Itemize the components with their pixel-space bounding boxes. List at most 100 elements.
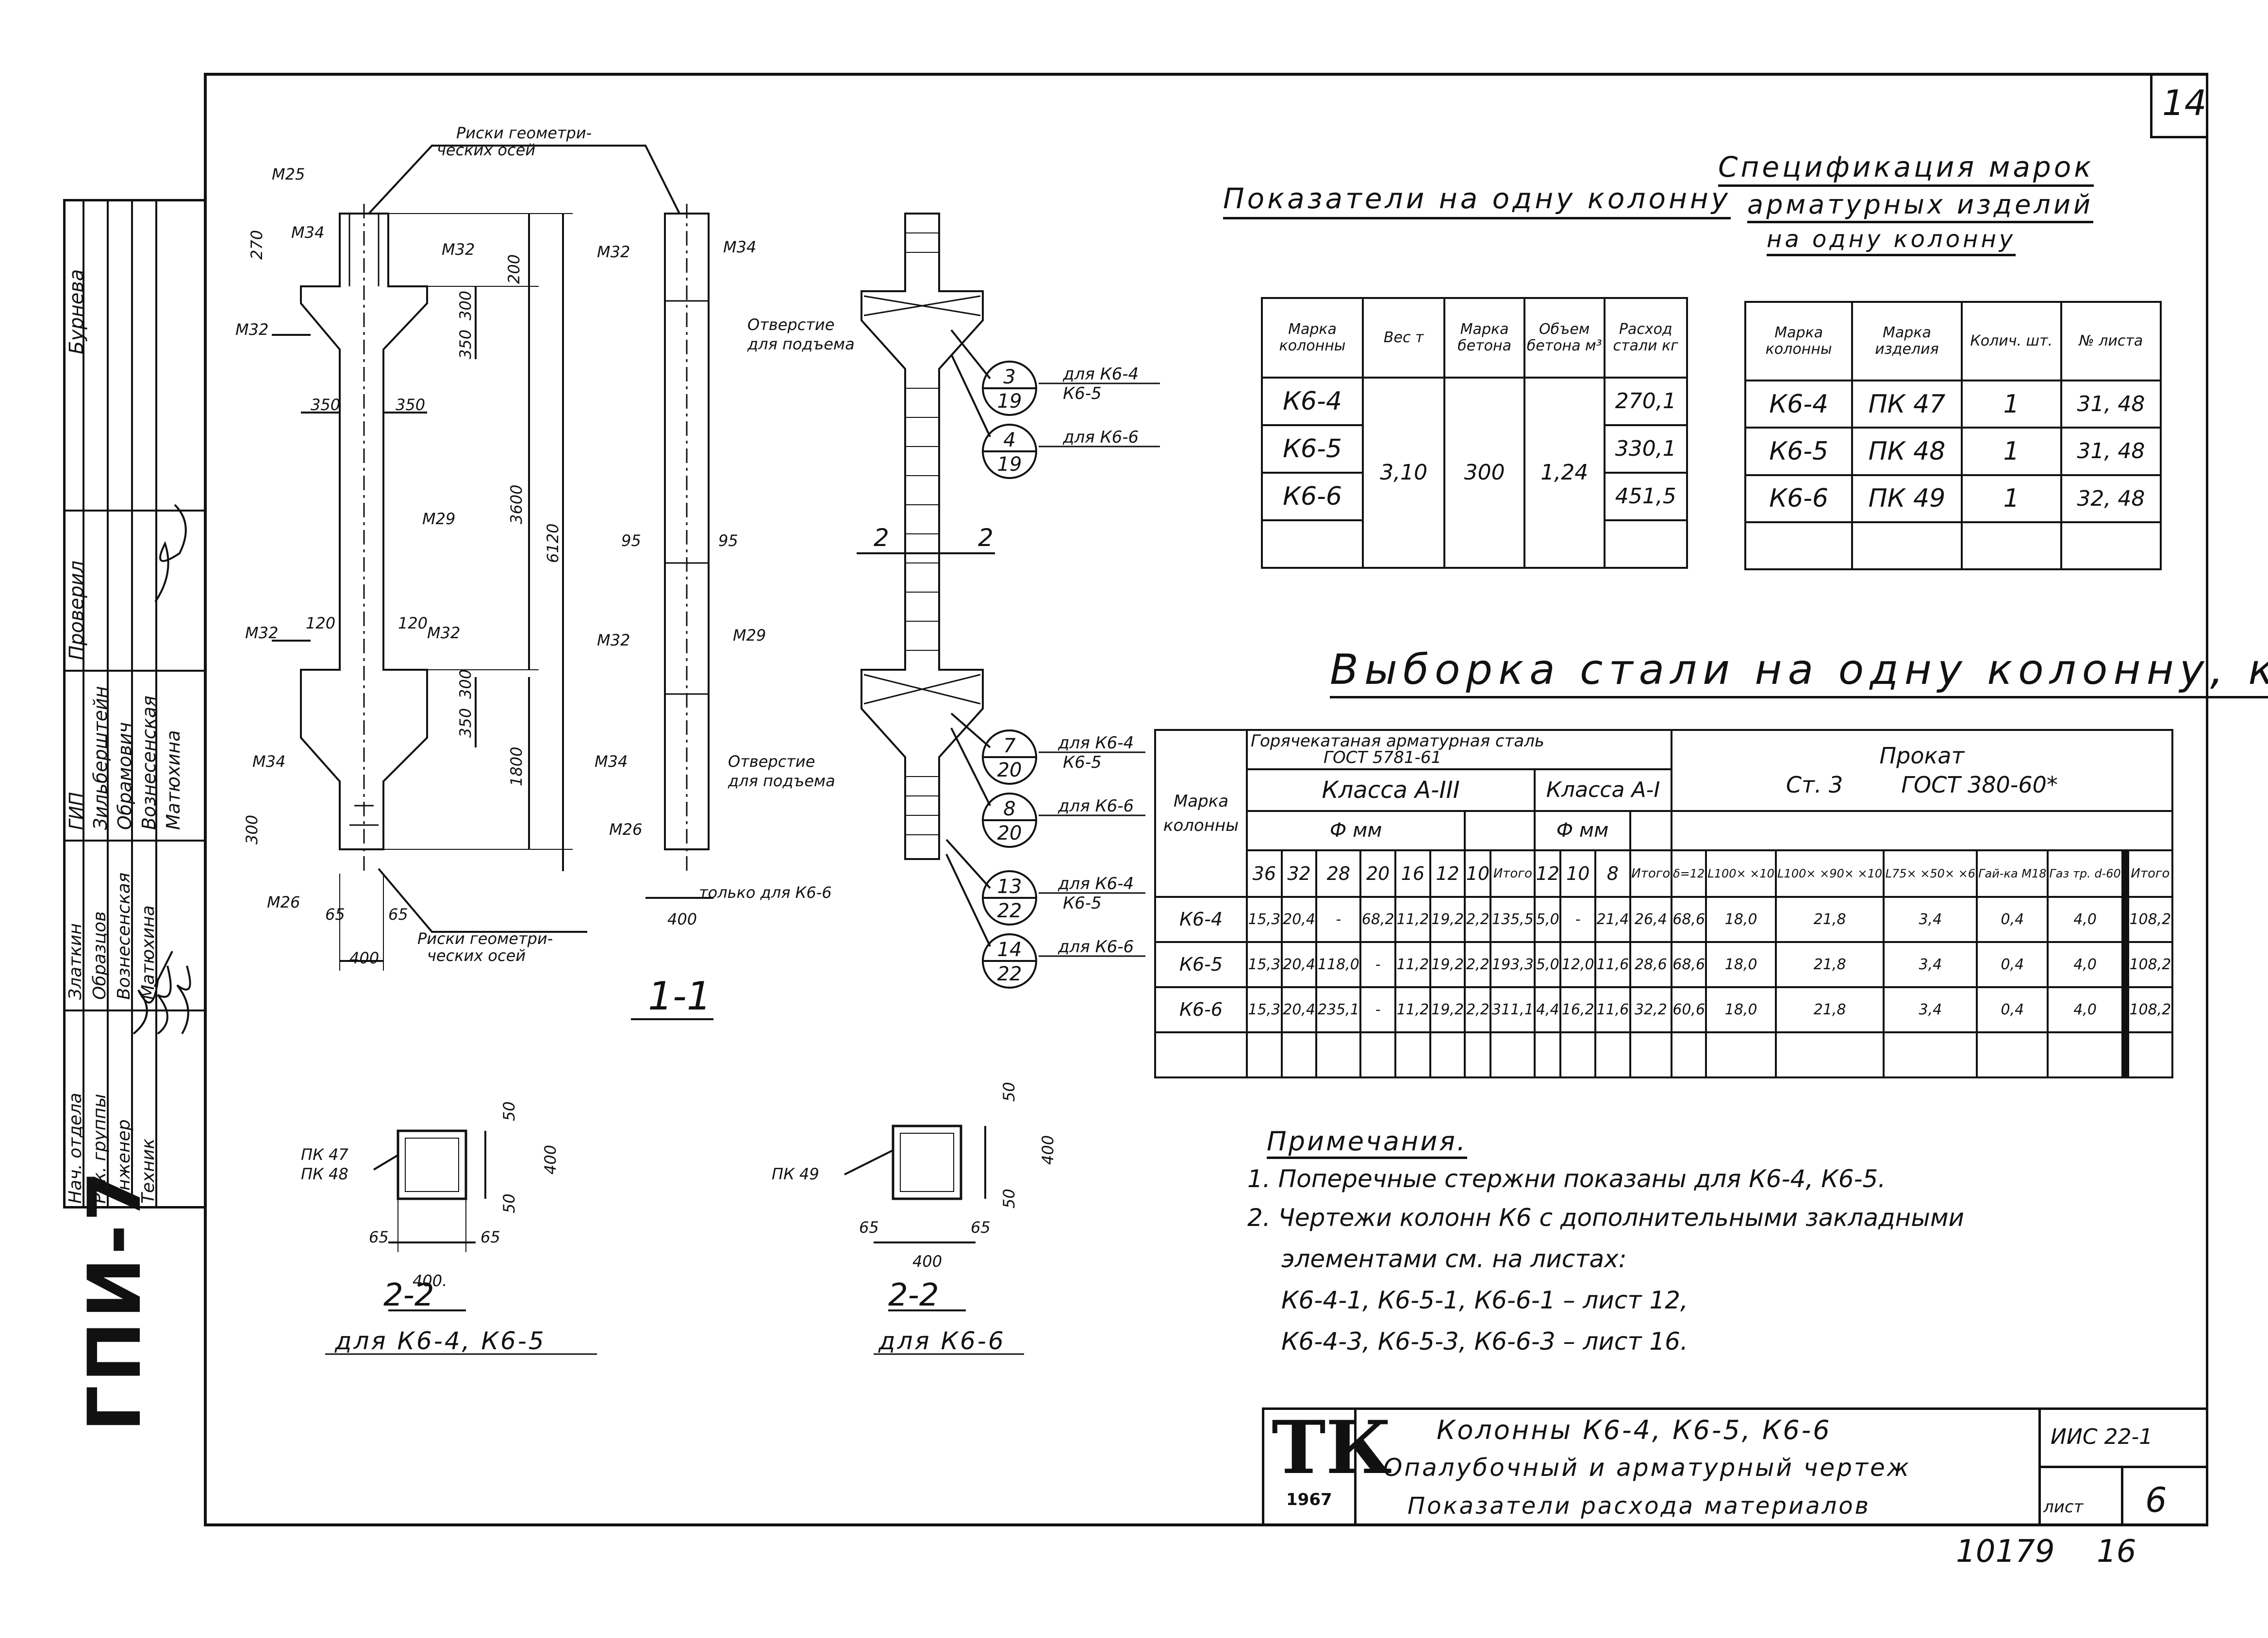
steel-cell-a1-total: 28,6 [1629, 941, 1672, 988]
steel-row-mark: К6-6 [1154, 986, 1248, 1033]
sec1-title: 2-2 [383, 1277, 434, 1313]
steel-header-prokat-gost: ГОСТ 380-60* [1901, 772, 2058, 798]
doc-number: 10179 [1956, 1534, 2055, 1570]
spec-row2-col: К6-5 [1744, 427, 1854, 476]
callout-7-text: для К6-4 [1058, 733, 1134, 753]
dim-400b: 400 [667, 910, 697, 928]
spec-row1-sheet: 31, 48 [2060, 380, 2162, 429]
steel-cell-a3-total: 193,3 [1490, 941, 1536, 988]
steel-cell-a3: 20,4 [1280, 941, 1318, 988]
spec-header-col: Марка колонны [1744, 300, 1854, 382]
hole-label-2b: для подъема [728, 772, 835, 790]
ind-row2-steel: 330,1 [1603, 424, 1689, 474]
steel-cell-a1: 11,6 [1594, 986, 1631, 1033]
steel-col-a3-36: 36 [1246, 849, 1283, 898]
spec-row3-sheet: 32, 48 [2060, 474, 2162, 523]
ind-volume: 1,24 [1523, 376, 1606, 569]
dim-120a: 120 [306, 614, 335, 632]
steel-cell-a3: 19,2 [1429, 895, 1466, 943]
note-line-5: К6-4-3, К6-5-3, К6-6-3 – лист 16. [1281, 1327, 1688, 1356]
steel-cell-total: 108,2 [2127, 941, 2174, 988]
dim-120b: 120 [398, 614, 428, 632]
sec2-d65a: 65 [859, 1218, 879, 1237]
steel-col-a1-total: Итого [1629, 849, 1672, 898]
callout-7-num: 7 [1003, 735, 1016, 757]
spec-header-sheet: № листа [2060, 300, 2162, 382]
dim-65a: 65 [325, 905, 345, 924]
steel-cell-a3: 235,1 [1315, 986, 1362, 1033]
ind-row1-mark: К6-4 [1260, 376, 1364, 426]
steel-cell-a3-total: 135,5 [1490, 895, 1536, 943]
tk-year: 1967 [1286, 1490, 1332, 1509]
mark-m34a: М34 [291, 223, 324, 242]
note-line-1: 1. Поперечные стержни показаны для К6-4,… [1247, 1165, 1886, 1193]
callout-8-num: 8 [1003, 798, 1015, 820]
callout-14-text: для К6-6 [1058, 937, 1134, 957]
dim-3600: 3600 [507, 485, 526, 524]
steel-col-pr-4: L75× ×50× ×6 [1883, 849, 1978, 898]
ind-header-volume: Объем бетона м³ [1523, 297, 1606, 379]
steel-col-pr-5: Гай-ка М18 [1976, 849, 2049, 898]
reinforcement-elevation [861, 213, 984, 860]
steel-cell-a3: - [1315, 895, 1362, 943]
ind-header-steel: Расход стали кг [1603, 297, 1689, 379]
ind-row3-mark: К6-6 [1260, 471, 1364, 521]
steel-cell-prokat: 0,4 [1976, 895, 2049, 943]
callout-3-sheet: 19 [997, 390, 1022, 413]
steel-header-mark: Марка колонны [1154, 729, 1248, 898]
hole-label-2a: Отверстие [728, 752, 815, 771]
tb-line-1: Колонны К6-4, К6-5, К6-6 [1437, 1415, 1832, 1445]
steel-header-hot-rolled: Горячекатаная арматурная сталь [1251, 731, 1544, 751]
spec-row2-qty: 1 [1960, 427, 2062, 476]
dim-95b: 95 [718, 531, 738, 550]
ind-weight: 3,10 [1362, 376, 1446, 569]
steel-cell-a3: 118,0 [1315, 941, 1362, 988]
steel-header-hot-rolled-gost: ГОСТ 5781-61 [1324, 748, 1442, 768]
steel-cell-prokat: 60,6 [1670, 986, 1707, 1033]
note-line-4: К6-4-1, К6-5-1, К6-6-1 – лист 12, [1281, 1286, 1688, 1314]
steel-cell-a3: 68,2 [1359, 895, 1397, 943]
side-m29: М29 [733, 626, 766, 645]
spec-title-2: арматурных изделий [1747, 189, 2094, 223]
callout-4-text: для К6-6 [1062, 428, 1139, 447]
spec-header-item: Марка изделия [1851, 300, 1963, 382]
callout-7-text2: К6-5 [1063, 753, 1102, 772]
tb-sheet-label: лист [2043, 1497, 2084, 1517]
sec2-d65b: 65 [971, 1218, 991, 1237]
callout-7-sheet: 20 [997, 759, 1022, 781]
callout-14-num: 14 [997, 939, 1022, 961]
steel-cell-a1: 16,2 [1559, 986, 1597, 1033]
dim-300c: 300 [243, 815, 261, 844]
steel-cell-a3: 19,2 [1429, 986, 1466, 1033]
steel-cell-a1-total: 26,4 [1629, 895, 1672, 943]
side-m32: М32 [597, 243, 630, 261]
steel-col-pr-6: Газ тр. d-60 [2047, 849, 2123, 898]
steel-cell-prokat: 68,6 [1670, 941, 1707, 988]
dim-270: 270 [248, 230, 266, 260]
dim-400a: 400 [349, 949, 379, 967]
mark-m34b: М34 [252, 752, 285, 771]
signature-scribbles [132, 504, 191, 1035]
sec2-d400: 400 [1039, 1135, 1057, 1165]
side-m32b: М32 [597, 631, 630, 649]
ind-grade: 300 [1443, 376, 1525, 569]
callout-13-text: для К6-4 [1058, 874, 1134, 893]
steel-cell-a1: 11,6 [1594, 941, 1631, 988]
sec1-d65a: 65 [369, 1228, 389, 1246]
ind-header-mark: Марка колонны [1260, 297, 1364, 379]
spec-row3-item: ПК 49 [1851, 474, 1963, 523]
steel-cell-a3: 19,2 [1429, 941, 1466, 988]
steel-row-mark: К6-5 [1154, 941, 1248, 988]
steel-cell-a3: 11,2 [1394, 986, 1431, 1033]
steel-cell-a3: 2,2 [1464, 895, 1492, 943]
steel-cell-a3: 20,4 [1280, 895, 1318, 943]
callout-13-text2: К6-5 [1063, 893, 1102, 913]
steel-title: Выборка стали на одну колонну, кг [1330, 645, 2268, 698]
steel-cell-prokat: 4,0 [2047, 895, 2123, 943]
mark-m32d: М32 [427, 624, 460, 642]
sec1-d50b: 50 [500, 1193, 518, 1213]
steel-cell-a1: - [1559, 895, 1597, 943]
